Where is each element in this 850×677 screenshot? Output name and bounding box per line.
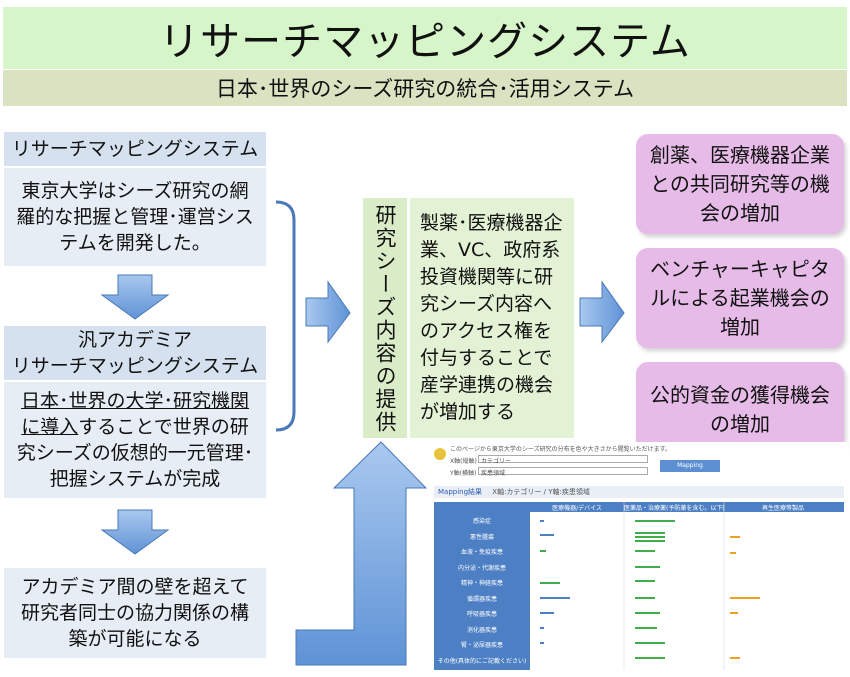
- title-text: リサーチマッピングシステム: [159, 19, 691, 65]
- thumb-col-2: 医薬品・治療薬(予防薬を含む。以下同じ)・診断薬: [624, 505, 724, 512]
- thumb-note: このページから東京大学のシーズ研究の分布を色や大きさから閲覧いただけます。: [450, 446, 671, 453]
- thumb-row-labels: 感染症 悪性腫瘍 血液・免疫疾患 内分泌・代謝疾患 精神・神経疾患 循環器疾患 …: [434, 514, 530, 669]
- thumb-col-3: 再生医療等製品: [761, 505, 804, 512]
- thumb-col-1: 医療機器/デバイス: [552, 505, 602, 512]
- down-arrow-icon: [100, 274, 170, 320]
- outcome-box: ベンチャーキャピタルによる起業機会の増加: [636, 248, 844, 348]
- box2-header-line2: リサーチマッピングシステム: [11, 355, 259, 377]
- box3-body: アカデミア間の壁を超えて研究者同士の協力関係の構築が可能になる: [4, 568, 266, 658]
- box2-header-line1: 汎アカデミア: [77, 329, 192, 351]
- thumb-row: 呼吸器疾患: [466, 611, 497, 618]
- bracket-icon: [275, 200, 296, 432]
- right-arrow-icon: [579, 280, 625, 344]
- thumb-row: 精神・神経疾患: [460, 580, 503, 587]
- right-arrow-icon: [305, 280, 351, 344]
- thumb-row: 循環器疾患: [466, 595, 497, 603]
- box2-header: 汎アカデミア リサーチマッピングシステム: [4, 326, 266, 380]
- vertical-label-box: 研究シーズ内容の提供: [363, 198, 407, 438]
- thumb-mapping-table: [434, 502, 844, 670]
- box2-body-underlined: 日本･世界の大学･研究機関に導入: [20, 390, 249, 438]
- down-arrow-icon: [100, 509, 170, 555]
- up-arrow-icon: [295, 441, 428, 666]
- box1-header-text: リサーチマッピングシステム: [11, 138, 259, 160]
- vertical-label-text: 研究シーズ内容の提供: [373, 204, 397, 434]
- thumb-result-title: Mapping結果: [438, 488, 483, 496]
- thumb-x-label: X軸(縦軸): [450, 458, 477, 465]
- screenshot-thumbnail: このページから東京大学のシーズ研究の分布を色や大きさから閲覧いただけます。 X軸…: [430, 442, 848, 672]
- box2-body: 日本･世界の大学･研究機関に導入することで世界の研究シーズの仮想的一元管理･把握…: [4, 382, 266, 498]
- thumb-row: その他(具体的にご記載ください): [437, 657, 527, 665]
- thumb-row: 内分泌・代謝疾患: [457, 564, 506, 572]
- logo-icon: [434, 448, 446, 460]
- thumb-row: 悪性腫瘍: [469, 533, 494, 541]
- box2-body-text: 日本･世界の大学･研究機関に導入することで世界の研究シーズの仮想的一元管理･把握…: [12, 388, 258, 492]
- outcome-text: ベンチャーキャピタルによる起業機会の増加: [650, 256, 830, 339]
- thumb-row: 消化器疾患: [466, 626, 497, 634]
- thumb-dots: [540, 520, 760, 659]
- subtitle-text: 日本･世界のシーズ研究の統合･活用システム: [215, 77, 635, 101]
- box2-body-rest: することで世界の研究シーズの仮想的一元管理･把握システムが完成: [16, 416, 254, 490]
- thumb-result-bar: Mapping結果 X軸:カテゴリー / Y軸:疾患領域: [434, 486, 844, 498]
- page-title: リサーチマッピングシステム: [3, 7, 847, 69]
- thumb-y-select[interactable]: 疾患領域: [478, 467, 648, 477]
- box1-header: リサーチマッピングシステム: [4, 132, 266, 166]
- box3-body-text: アカデミア間の壁を超えて研究者同士の協力関係の構築が可能になる: [20, 576, 249, 650]
- thumb-x-select[interactable]: カテゴリー: [478, 455, 648, 465]
- thumb-row: 感染症: [472, 518, 491, 525]
- outcome-text: 公的資金の獲得機会の増加: [650, 383, 830, 436]
- box1-body: 東京大学はシーズ研究の網羅的な把握と管理･運営システムを開発した。: [4, 168, 266, 266]
- outcome-box: 創薬、医療機器企業との共同研究等の機会の増加: [636, 134, 844, 234]
- thumb-row: 血液・免疫疾患: [460, 549, 503, 556]
- thumb-mapping-button[interactable]: Mapping: [660, 460, 720, 472]
- center-description-box: 製薬･医療機器企業、VC、政府系投資機関等に研究シーズ内容へのアクセス権を付与す…: [410, 198, 574, 438]
- box1-body-text: 東京大学はシーズ研究の網羅的な把握と管理･運営システムを開発した。: [16, 180, 254, 254]
- thumb-y-label: Y軸(横軸): [450, 470, 477, 477]
- thumb-row: 腎・泌尿器疾患: [460, 642, 503, 649]
- outcome-text: 創薬、医療機器企業との共同研究等の機会の増加: [650, 142, 830, 225]
- thumb-result-axes: X軸:カテゴリー / Y軸:疾患領域: [492, 488, 590, 496]
- subtitle-bar: 日本･世界のシーズ研究の統合･活用システム: [3, 70, 847, 106]
- center-description-text: 製薬･医療機器企業、VC、政府系投資機関等に研究シーズ内容へのアクセス権を付与す…: [420, 212, 563, 423]
